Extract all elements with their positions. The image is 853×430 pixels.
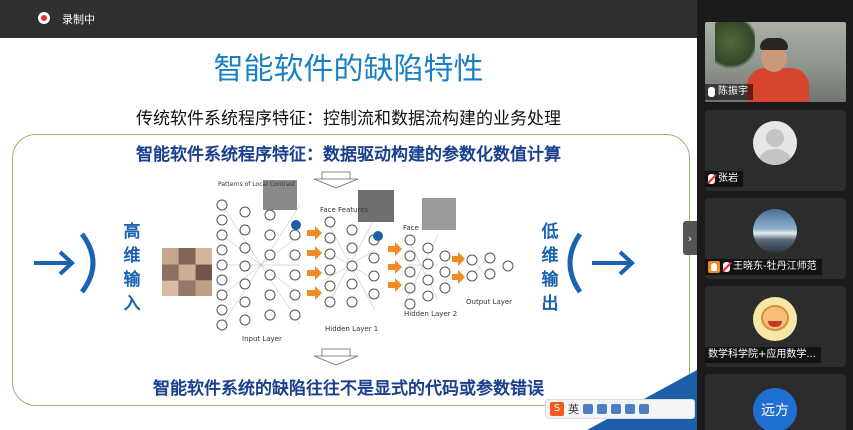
hidden-layer-2-label: Hidden Layer 2: [404, 310, 457, 318]
muted-microphone-icon: [708, 174, 715, 184]
record-icon[interactable]: [38, 12, 50, 24]
landscape-avatar: [753, 209, 797, 253]
skin-icon[interactable]: [625, 404, 635, 414]
participant-name-tag: 张岩: [705, 171, 743, 187]
recording-label[interactable]: 录制中: [62, 13, 95, 26]
face-mosaic-image: [162, 248, 212, 296]
participant-tile-2[interactable]: 张岩: [705, 110, 846, 191]
video-person-hair: [760, 38, 788, 50]
participant-name: 数学科学院+应用数学...: [708, 349, 816, 360]
traditional-software-line: 传统软件系统程序特征：控制流和数据流构建的业务处理: [136, 109, 561, 129]
participant-name: 张岩: [718, 173, 738, 184]
participant-tile-4[interactable]: 数学科学院+应用数学...: [705, 286, 846, 367]
hidden-layer-1-label: Hidden Layer 1: [325, 325, 378, 333]
label-char: 输: [541, 270, 559, 290]
bias-node: [291, 220, 301, 230]
participant-tile-5[interactable]: 远方: [705, 374, 846, 430]
recording-bar: 录制中: [0, 0, 697, 38]
down-arrow-icon: [313, 171, 359, 189]
label-char: 维: [541, 246, 559, 266]
cartoon-avatar: [753, 297, 797, 341]
down-arrow-icon: [313, 348, 359, 366]
label-char: 出: [541, 294, 559, 314]
output-layer-label: Output Layer: [466, 298, 512, 306]
low-dim-output-label: 低 维 输 出: [539, 220, 561, 316]
label-char: 维: [123, 246, 141, 266]
collapse-sidebar-button[interactable]: ›: [683, 221, 697, 255]
muted-microphone-icon: [723, 262, 730, 272]
participant-name-tag: 陈振宇: [705, 84, 753, 100]
input-arrow-icon: [34, 232, 96, 294]
local-contrast-image: [263, 180, 297, 210]
participant-name: 王晓东-牡丹江师范: [733, 261, 817, 272]
microphone-icon: [708, 87, 715, 97]
face-features-image: [358, 190, 394, 222]
participant-name-tag: 王晓东-牡丹江师范: [705, 259, 822, 275]
high-dim-input-label: 高 维 输 入: [121, 220, 143, 316]
face-label: Face: [403, 224, 419, 232]
participant-name: 陈振宇: [718, 86, 748, 97]
default-avatar: [753, 121, 797, 165]
slide-title: 智能软件的缺陷特性: [213, 52, 484, 87]
label-char: 输: [123, 270, 141, 290]
input-layer-nodes: [216, 199, 301, 331]
sogou-logo-icon[interactable]: S: [550, 402, 564, 416]
participant-name-tag: 数学科学院+应用数学...: [705, 347, 821, 363]
label-char: 低: [541, 222, 559, 242]
text-avatar: 远方: [753, 388, 797, 430]
neural-network-diagram: Patterns of Local Contrast Face Features…: [34, 171, 635, 366]
face-image: [422, 198, 456, 230]
label-char: 入: [123, 294, 141, 314]
toolbox-icon[interactable]: [639, 404, 649, 414]
shared-screen: 录制中 智能软件的缺陷特性 传统软件系统程序特征：控制流和数据流构建的业务处理 …: [0, 0, 697, 430]
microphone-icon[interactable]: [597, 404, 607, 414]
output-arrow-icon: [567, 232, 635, 294]
input-layer-label: Input Layer: [242, 335, 282, 343]
emoji-icon[interactable]: [583, 404, 593, 414]
patterns-label: Patterns of Local Contrast: [218, 181, 296, 188]
ime-toolbar[interactable]: S 英: [545, 399, 695, 419]
bias-node: [373, 231, 383, 241]
ime-language[interactable]: 英: [568, 403, 579, 416]
orange-arrow-icon: [307, 226, 465, 300]
face-features-label: Face Features: [320, 206, 369, 214]
participant-video-1[interactable]: 陈振宇: [705, 22, 846, 102]
hidden-layer-1-nodes: [324, 216, 380, 308]
defect-statement-line: 智能软件系统的缺陷往往不是显式的代码或参数错误: [153, 379, 544, 399]
output-layer-nodes: [466, 252, 514, 282]
intelligent-software-line: 智能软件系统程序特征：数据驱动构建的参数化数值计算: [136, 145, 561, 165]
host-badge-icon: [708, 261, 720, 273]
participant-tile-3[interactable]: 王晓东-牡丹江师范: [705, 198, 846, 279]
keyboard-icon[interactable]: [611, 404, 621, 414]
chevron-right-icon: ›: [687, 231, 693, 245]
label-char: 高: [123, 222, 141, 242]
video-person-body: [747, 68, 809, 102]
hidden-layer-2-nodes: [404, 234, 451, 310]
video-plant: [715, 22, 755, 72]
